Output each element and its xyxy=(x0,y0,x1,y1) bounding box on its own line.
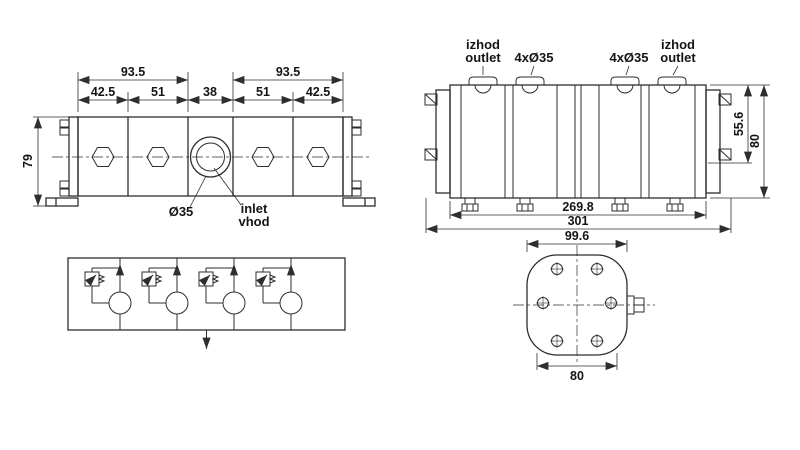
shaft-stub xyxy=(626,295,645,315)
outlet-port-3 xyxy=(610,76,640,85)
bolt-icon xyxy=(351,127,362,136)
top-view-fasteners xyxy=(424,93,732,161)
leader-outlet-right xyxy=(672,65,679,76)
outlet-port-1 xyxy=(468,76,498,85)
gear-section-icon xyxy=(279,291,303,315)
leader-ports-right xyxy=(625,65,630,76)
front-view-fasteners xyxy=(59,119,362,197)
label-outlet-right-en: outlet xyxy=(660,50,696,65)
label-inlet-en: inlet xyxy=(241,201,268,216)
dim-section-5: 42.5 xyxy=(306,85,330,99)
end-view-texts: 99.6 80 xyxy=(565,229,589,383)
front-view-body xyxy=(45,116,376,207)
bolt-icon xyxy=(718,93,732,106)
bolt-icon xyxy=(59,119,70,128)
gear-section-icon xyxy=(108,291,132,315)
dim-section-3: 38 xyxy=(203,85,217,99)
top-view-texts: izhod outlet 4xØ35 4xØ35 izhod outlet 55… xyxy=(465,37,762,228)
label-inlet-si: vhod xyxy=(238,214,269,229)
end-view: 99.6 80 xyxy=(513,229,655,383)
bolt-icon xyxy=(424,148,438,161)
bolt-icon xyxy=(351,188,362,197)
outlet-port-4 xyxy=(657,76,687,85)
leader-diameter xyxy=(189,175,207,208)
dim-span-right: 93.5 xyxy=(276,65,300,79)
leader-inlet xyxy=(213,167,242,206)
top-view-ports xyxy=(468,76,687,94)
dim-end-width-inner: 80 xyxy=(570,369,584,383)
spring-icon xyxy=(268,274,277,284)
dim-length-total: 301 xyxy=(568,214,589,228)
bolt-icon xyxy=(351,119,362,128)
hex-plug-icon xyxy=(306,147,330,167)
bolt-icon xyxy=(59,188,70,197)
top-view-body xyxy=(435,84,721,199)
front-view: 93.5 93.5 42.5 51 38 51 42.5 79 Ø35 inle… xyxy=(21,65,376,229)
schematic-section-2 xyxy=(141,258,189,330)
spring-icon xyxy=(211,274,220,284)
outlet-port-2 xyxy=(515,76,545,85)
dim-section-1: 42.5 xyxy=(91,85,115,99)
label-ports-left: 4xØ35 xyxy=(514,50,553,65)
top-view-dimensions xyxy=(425,65,770,234)
dim-depth-outer: 80 xyxy=(748,134,762,148)
mount-foot-right xyxy=(342,197,376,207)
label-outlet-right-si: izhod xyxy=(661,37,695,52)
top-view: izhod outlet 4xØ35 4xØ35 izhod outlet 55… xyxy=(424,37,770,234)
bolt-icon xyxy=(718,148,732,161)
dim-end-width-outer: 99.6 xyxy=(565,229,589,243)
end-view-bolts xyxy=(536,262,618,348)
hydraulic-schematic xyxy=(67,257,346,349)
bolt-icon xyxy=(59,180,70,189)
schematic-section-3 xyxy=(198,258,246,330)
schematic-section-4 xyxy=(255,258,303,330)
label-inlet-diameter: Ø35 xyxy=(169,204,194,219)
schematic-section-1 xyxy=(84,258,132,330)
end-view-dimensions xyxy=(526,239,628,371)
label-outlet-left-si: izhod xyxy=(466,37,500,52)
front-view-texts: 93.5 93.5 42.5 51 38 51 42.5 79 Ø35 inle… xyxy=(21,65,330,229)
label-outlet-left-en: outlet xyxy=(465,50,501,65)
dim-depth-inner: 55.6 xyxy=(732,112,746,136)
front-view-dimensions xyxy=(33,72,344,208)
spring-icon xyxy=(154,274,163,284)
mount-foot-left xyxy=(45,197,79,207)
dim-section-2: 51 xyxy=(151,85,165,99)
label-ports-right: 4xØ35 xyxy=(609,50,648,65)
gear-section-icon xyxy=(222,291,246,315)
bolt-icon xyxy=(59,127,70,136)
spring-icon xyxy=(97,274,106,284)
bolt-icon xyxy=(351,180,362,189)
dim-section-4: 51 xyxy=(256,85,270,99)
dim-span-left: 93.5 xyxy=(121,65,145,79)
top-view-sections xyxy=(460,85,696,198)
dim-height: 79 xyxy=(21,154,35,168)
leader-ports-left xyxy=(530,65,535,76)
dim-length-body: 269.8 xyxy=(562,200,593,214)
bolt-icon xyxy=(424,93,438,106)
gear-section-icon xyxy=(165,291,189,315)
